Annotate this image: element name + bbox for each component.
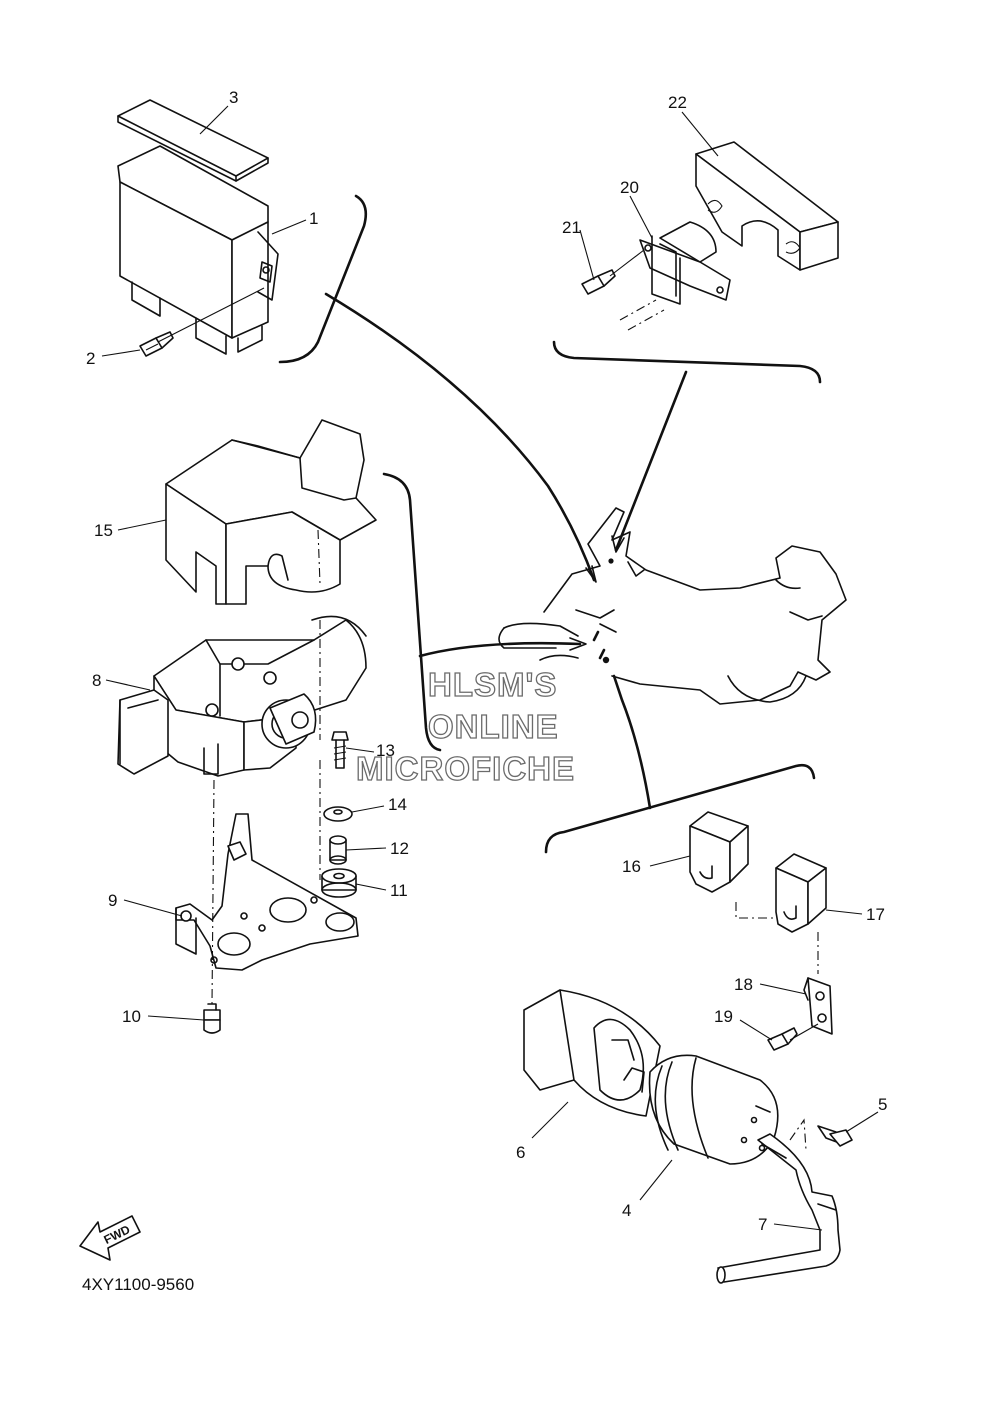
watermark: HLSM'S ONLINE MICROFICHE [355,665,575,787]
part-16-relay [689,811,810,919]
part-10-screw [203,1003,221,1034]
callout-14: 14 [388,795,407,814]
watermark-line-1: HLSM'S [428,666,557,703]
part-19-screw [767,1023,819,1051]
callout-1: 1 [309,209,318,228]
part-17-relay [775,853,827,974]
callout-6: 6 [516,1143,525,1162]
callout-18: 18 [734,975,753,994]
diagram-code: 4XY1100-9560 [82,1275,194,1294]
callout-12: 12 [390,839,409,858]
part-11-grommet [321,868,357,898]
pointer-lines [324,292,688,810]
callout-3: 3 [229,88,238,107]
callout-16: 16 [622,857,641,876]
part-12-collar [329,835,347,865]
part-3-pad [117,99,269,182]
part-15-cover [165,419,377,605]
fwd-arrow: FWD [79,1215,141,1261]
part-6-damper [523,989,661,1117]
callout-8: 8 [92,671,101,690]
part-5-screw [817,1125,853,1147]
callout-20: 20 [620,178,639,197]
callout-15: 15 [94,521,113,540]
part-9-bracket [175,760,359,1005]
part-13-bolt [331,731,349,769]
part-1-control-unit [117,145,279,355]
callout-7: 7 [758,1215,767,1234]
callout-11: 11 [390,881,408,900]
callout-labels: 3 1 2 22 20 21 15 8 13 14 12 11 9 10 16 … [86,88,887,1234]
part-8-hydraulic-unit [117,615,367,777]
part-20-relay [619,221,731,331]
grouping-brackets [278,194,822,854]
callout-4: 4 [622,1201,631,1220]
part-22-cover [695,141,839,271]
part-2-screw [139,287,265,357]
watermark-line-2: ONLINE [428,708,559,745]
callout-9: 9 [108,891,117,910]
callout-21: 21 [562,218,581,237]
callout-13: 13 [376,741,395,760]
callout-5: 5 [878,1095,887,1114]
callout-2: 2 [86,349,95,368]
part-18-bracket [803,977,833,1035]
part-7-hose [716,1133,841,1284]
motorcycle-outline [498,507,847,705]
part-21-screw [581,249,645,295]
leader-lines [101,105,879,1231]
part-4-fuel-pump [648,1054,807,1165]
callout-19: 19 [714,1007,733,1026]
callout-10: 10 [122,1007,141,1026]
callout-17: 17 [866,905,885,924]
part-14-washer [323,806,353,822]
callout-22: 22 [668,93,687,112]
watermark-line-3: MICROFICHE [356,750,575,787]
